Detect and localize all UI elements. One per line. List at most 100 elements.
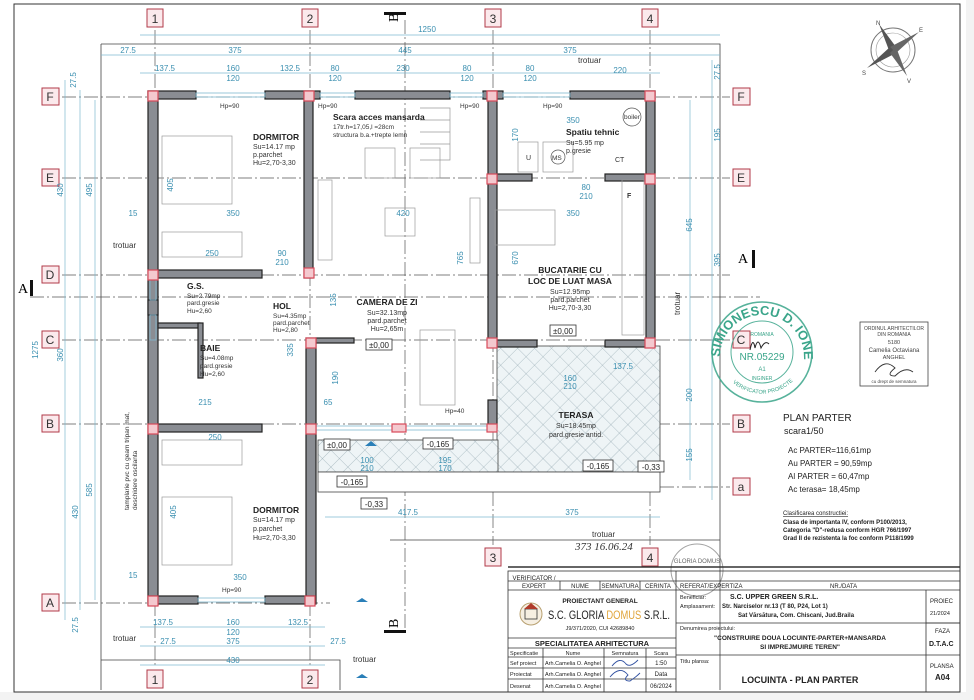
- level-mark: -0,33: [360, 497, 388, 510]
- svg-text:120: 120: [226, 628, 240, 637]
- svg-text:A04: A04: [935, 673, 950, 682]
- svg-text:Proiectat: Proiectat: [510, 672, 532, 678]
- svg-text:pard.parchet: pard.parchet: [367, 318, 406, 325]
- svg-text:trotuar: trotuar: [113, 241, 136, 250]
- svg-text:65: 65: [324, 398, 333, 407]
- section-mark-A-left: A: [18, 280, 33, 297]
- svg-text:Au PARTER = 90,59mp: Au PARTER = 90,59mp: [788, 459, 873, 468]
- svg-text:SPECIALITATEA ARHITECTURA: SPECIALITATEA ARHITECTURA: [535, 639, 650, 648]
- axis-tag-E: E: [41, 168, 60, 187]
- svg-text:27.5: 27.5: [160, 637, 176, 646]
- svg-text:trotuar: trotuar: [113, 634, 136, 643]
- svg-text:195: 195: [713, 128, 722, 142]
- svg-text:250: 250: [205, 249, 219, 258]
- svg-text:-0,33: -0,33: [365, 500, 384, 509]
- svg-text:A1: A1: [758, 367, 766, 373]
- terrace-hatch: [496, 345, 661, 473]
- svg-text:Ac terasa= 18,45mp: Ac terasa= 18,45mp: [788, 485, 860, 494]
- room-gs: G.S. Su=2.79mp pard.gresie Hu=2,60: [187, 281, 221, 315]
- svg-text:Hp=90: Hp=90: [318, 103, 338, 110]
- svg-text:350: 350: [566, 209, 580, 218]
- tv-unit: [469, 197, 481, 264]
- level-mark: ±0,00: [549, 324, 577, 337]
- room-dormitor-bottom: DORMITOR Su=14.17 mp p.parchet Hu=2,70-3…: [253, 505, 299, 542]
- svg-text:Camelia Octaviana: Camelia Octaviana: [869, 348, 920, 354]
- company-stamp: GLORIA DOMUS: [670, 543, 724, 597]
- svg-text:pard.gresie: pard.gresie: [187, 300, 220, 307]
- svg-text:585: 585: [85, 483, 94, 497]
- axis-tag-3: 3: [484, 8, 502, 28]
- svg-text:137.5: 137.5: [155, 64, 176, 73]
- svg-text:BUCATARIE CU: BUCATARIE CU: [538, 265, 601, 275]
- svg-text:360: 360: [56, 348, 65, 362]
- svg-text:Su=4.35mp: Su=4.35mp: [273, 313, 307, 320]
- entrance-arrow-icon: [365, 441, 377, 446]
- svg-text:375: 375: [226, 637, 240, 646]
- svg-text:structura b.a.+trepte lemn: structura b.a.+trepte lemn: [333, 132, 408, 139]
- axis-tag-3-bottom: 3: [484, 547, 502, 567]
- svg-text:335: 335: [286, 343, 295, 357]
- exterior-step: [317, 471, 661, 493]
- svg-text:27.5: 27.5: [71, 617, 80, 633]
- svg-text:4: 4: [647, 12, 654, 26]
- axis-tag-D: D: [41, 265, 60, 284]
- armchair: [409, 147, 441, 179]
- utility-label: U: [526, 155, 531, 162]
- svg-text:Titlu plansa:: Titlu plansa:: [680, 659, 710, 665]
- axis-tag-C: C: [41, 330, 60, 349]
- svg-text:3: 3: [490, 12, 497, 26]
- entrance-arrow-icon: [356, 598, 368, 602]
- room-baie: BAIE Su=4.08mp pard.gresie Hu=2,60: [200, 343, 234, 378]
- svg-text:Hu=2,80: Hu=2,80: [273, 327, 298, 334]
- svg-text:3: 3: [490, 551, 497, 565]
- svg-text:195: 195: [438, 456, 452, 465]
- svg-text:deschidere oscilanta: deschidere oscilanta: [132, 450, 139, 510]
- svg-text:Su=32.13mp: Su=32.13mp: [367, 310, 407, 317]
- svg-text:120: 120: [460, 74, 474, 83]
- svg-text:430: 430: [56, 183, 65, 197]
- svg-text:EXPERT: EXPERT: [522, 584, 546, 590]
- svg-text:250: 250: [208, 433, 222, 442]
- svg-text:B: B: [737, 417, 745, 431]
- sidewalk-edge: [101, 539, 720, 690]
- svg-text:405: 405: [169, 505, 178, 519]
- svg-text:tamplarie pvc cu geam tripan m: tamplarie pvc cu geam tripan mat,: [124, 412, 131, 510]
- svg-text:G.S.: G.S.: [187, 281, 204, 291]
- svg-text:645: 645: [685, 218, 694, 232]
- svg-text:DORMITOR: DORMITOR: [253, 505, 299, 515]
- svg-text:Desenat: Desenat: [510, 684, 531, 690]
- svg-text:Hu=2,65m: Hu=2,65m: [371, 326, 404, 333]
- svg-text:90: 90: [278, 249, 287, 258]
- svg-text:INGINER: INGINER: [752, 376, 773, 382]
- svg-text:trotuar: trotuar: [353, 655, 376, 664]
- svg-text:430: 430: [226, 656, 240, 665]
- svg-text:135: 135: [329, 293, 338, 307]
- sofa: [317, 179, 333, 261]
- svg-text:FAZA: FAZA: [935, 629, 950, 635]
- room-hol: HOL Su=4.35mp pard.parchet Hu=2,80: [273, 301, 310, 334]
- svg-text:±0,00: ±0,00: [553, 327, 574, 336]
- utility-u: [517, 141, 539, 173]
- svg-text:15: 15: [129, 209, 138, 218]
- section-mark-B-bottom: B: [384, 619, 406, 633]
- svg-text:p.gresie: p.gresie: [566, 148, 591, 155]
- svg-text:Al PARTER = 60,47mp: Al PARTER = 60,47mp: [788, 472, 870, 481]
- svg-text:"CONSTRUIRE DOUA LOCUINTE-PART: "CONSTRUIRE DOUA LOCUINTE-PARTER+MANSARD…: [714, 635, 886, 642]
- washing-machine: [542, 141, 574, 173]
- svg-text:200: 200: [685, 388, 694, 402]
- svg-text:±0,00: ±0,00: [369, 341, 390, 350]
- svg-text:220: 220: [613, 66, 627, 75]
- axis-tag-B: B: [41, 414, 60, 433]
- svg-text:REFERAT/EXPERTIZA: REFERAT/EXPERTIZA: [680, 584, 742, 590]
- svg-text:trotuar: trotuar: [578, 56, 601, 65]
- svg-text:-0,165: -0,165: [587, 462, 610, 471]
- architect-stamp: ORDINUL ARHITECTILOR DIN ROMANIA 5180 Ca…: [859, 321, 929, 387]
- svg-text:210: 210: [360, 464, 374, 473]
- svg-text:1275: 1275: [31, 341, 40, 359]
- svg-text:132.5: 132.5: [288, 618, 309, 627]
- svg-text:120: 120: [226, 74, 240, 83]
- axis-tag-2-bottom: 2: [301, 669, 319, 689]
- svg-text:170: 170: [438, 464, 452, 473]
- sidewalk-labels: trotuar trotuar trotuar trotuar trotuar …: [113, 56, 682, 664]
- svg-text:27.5: 27.5: [713, 64, 722, 80]
